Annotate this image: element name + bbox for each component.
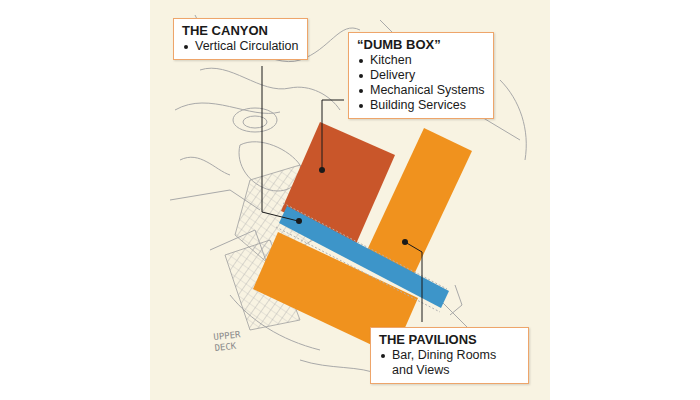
callout-box: THE PAVILIONSBar, Dining Rooms and Views [370, 327, 529, 384]
callout-heading: “DUMB BOX” [357, 37, 485, 53]
callout-box: THE CANYONVertical Circulation [173, 18, 308, 60]
callout-item: Delivery [370, 68, 415, 83]
bullet-dot [359, 74, 363, 78]
pencil-sketch [170, 15, 526, 375]
bullet-row: Kitchen [357, 53, 485, 68]
bullet-dot [359, 89, 363, 93]
bullet-row: Building Services [357, 98, 485, 113]
bullet-row: Bar, Dining Rooms and Views [379, 348, 520, 378]
callout-item: Building Services [370, 98, 466, 113]
bullet-dot [359, 104, 363, 108]
paper-ground [150, 0, 550, 400]
callout-item: Mechanical Systems [370, 83, 485, 98]
callout-heading: THE PAVILIONS [379, 332, 520, 348]
leader-dot [296, 167, 408, 245]
band-edge-ticks [276, 203, 447, 312]
bullet-dot [381, 354, 385, 358]
callout-item: Bar, Dining Rooms and Views [392, 348, 520, 378]
canyon-band [279, 206, 449, 308]
callout-item: Kitchen [370, 53, 412, 68]
bullet-row: Delivery [357, 68, 485, 83]
callout-box: “DUMB BOX”KitchenDeliveryMechanical Syst… [348, 32, 494, 119]
bullet-row: Mechanical Systems [357, 83, 485, 98]
callout-heading: THE CANYON [182, 23, 299, 39]
bullet-dot [359, 59, 363, 63]
bullet-dot [184, 45, 188, 49]
bullet-row: Vertical Circulation [182, 39, 299, 54]
callout-item: Vertical Circulation [195, 39, 299, 54]
sketch-note: UPPER DECK [213, 328, 255, 354]
